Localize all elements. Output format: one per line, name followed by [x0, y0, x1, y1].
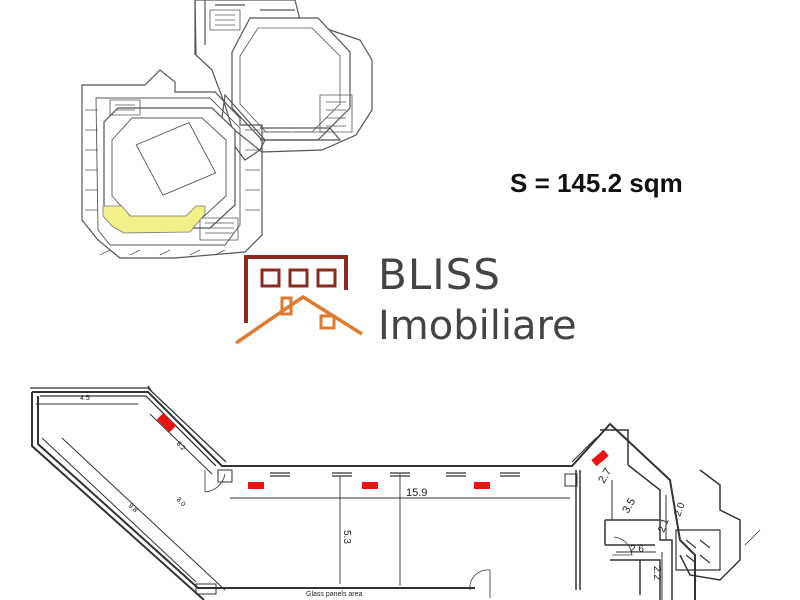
arena-block	[81, 69, 263, 259]
bliss-logo	[235, 255, 363, 345]
wall-box-left	[195, 583, 217, 595]
dim-6-2: 6.2	[175, 440, 187, 452]
area-label: S = 145.2 sqm	[510, 168, 683, 198]
unit-floor-plan	[30, 385, 761, 600]
column-right	[564, 473, 578, 487]
logo-roof	[235, 294, 363, 345]
door-arc-right	[612, 536, 633, 556]
logo-window-3	[316, 268, 337, 288]
highlighted-unit	[102, 205, 206, 234]
brand-name: BLISS	[378, 250, 501, 299]
door-arc-left	[204, 470, 226, 493]
building-overview-plan	[81, 0, 373, 259]
dim-2-1: 2.1	[656, 517, 671, 534]
glass-panels-caption: Glass panels area	[306, 591, 363, 598]
dim-2-0: 2.0	[672, 501, 687, 518]
red-markers	[156, 413, 609, 489]
dimension-lines	[36, 403, 667, 600]
dim-5-3: 5.3	[341, 530, 352, 544]
logo-window-2	[288, 268, 309, 288]
dim-2-2: 2.2	[651, 566, 662, 580]
logo-small-window	[319, 314, 336, 330]
dim-3-5: 3.5	[620, 496, 638, 515]
dim-8-0: 8.0	[175, 496, 187, 508]
dim-9-8: 9.8	[127, 502, 139, 514]
brand-subtitle: Imobiliare	[378, 303, 577, 349]
door-arc-bottom	[469, 569, 491, 598]
column-left	[217, 469, 233, 483]
outer-wall	[31, 391, 696, 600]
dimension-labels: 4.5 6.2 9.8 8.0 15.9 5.3 2.7 3.5 2.0 2.1…	[80, 395, 688, 598]
logo-chimney	[280, 296, 293, 316]
logo-window-1	[260, 268, 281, 288]
dim-2-6: 2.6	[630, 544, 644, 555]
logo-frame	[244, 255, 348, 323]
dim-15-9: 15.9	[406, 487, 427, 499]
dim-4-5: 4.5	[80, 395, 90, 402]
